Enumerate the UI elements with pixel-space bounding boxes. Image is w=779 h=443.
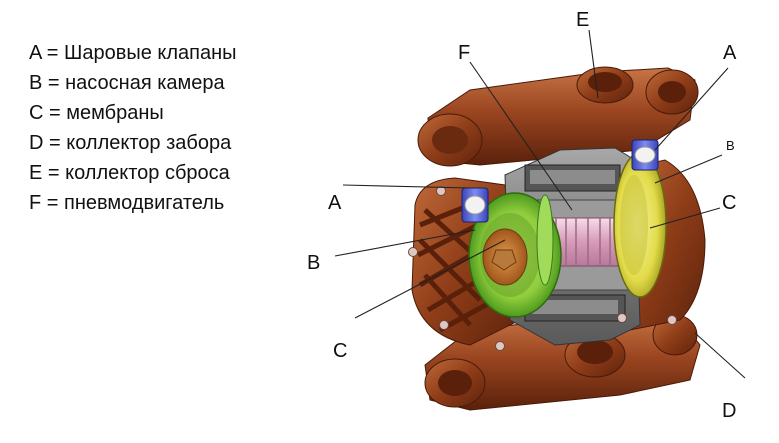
leader-d xyxy=(695,333,745,378)
callout-b-right: B xyxy=(726,135,735,157)
callout-c-right: C xyxy=(722,192,736,214)
callout-f: F xyxy=(458,42,470,64)
callout-a-left: A xyxy=(328,192,341,214)
callout-c-left: C xyxy=(333,340,347,362)
callout-b-left: B xyxy=(307,252,320,274)
callout-e: E xyxy=(576,9,589,31)
ball-valve-right xyxy=(632,140,658,170)
ball-valve-left xyxy=(462,188,488,222)
right-diaphragm xyxy=(614,153,666,297)
callout-a-right: A xyxy=(723,42,736,64)
callout-d: D xyxy=(722,400,736,422)
